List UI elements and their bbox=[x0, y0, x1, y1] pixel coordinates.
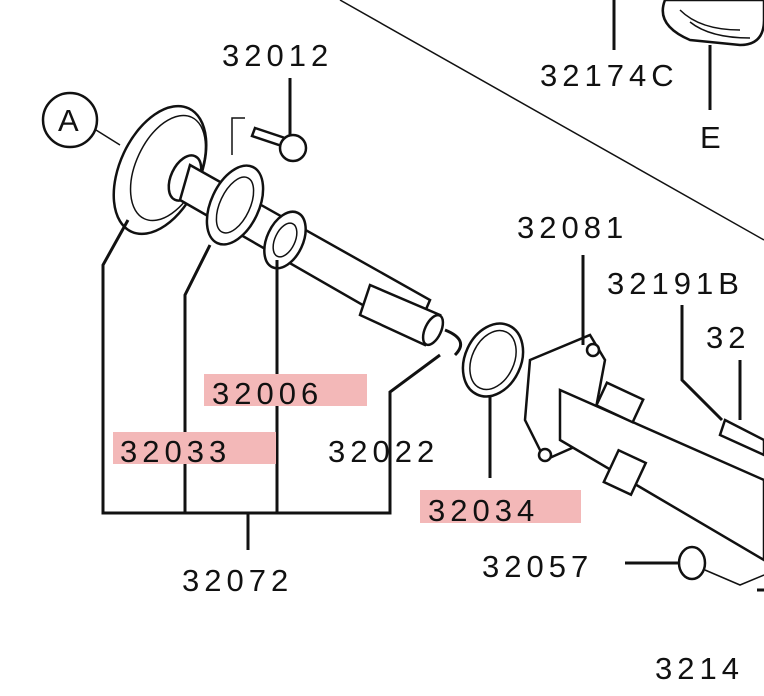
callout-label-a[interactable]: A bbox=[58, 103, 84, 138]
part-label-32174C[interactable]: 32174C bbox=[540, 58, 679, 93]
seal-32033 bbox=[205, 164, 265, 246]
part-label-32022[interactable]: 32022 bbox=[328, 434, 439, 469]
boot-part bbox=[661, 0, 764, 47]
part-label-32081[interactable]: 32081 bbox=[517, 210, 628, 245]
nut-32057 bbox=[677, 545, 764, 586]
part-label-32057[interactable]: 32057 bbox=[482, 549, 593, 584]
snap-ring-32022 bbox=[444, 328, 463, 357]
leader-32012-bracket bbox=[231, 117, 245, 155]
part-label-E[interactable]: E bbox=[700, 120, 726, 155]
part-label-32012[interactable]: 32012 bbox=[222, 38, 333, 73]
section-boundary-line bbox=[339, 0, 764, 241]
part-label-32006[interactable]: 32006 bbox=[212, 376, 323, 411]
bearing-32006 bbox=[263, 210, 307, 270]
housing-part bbox=[523, 333, 764, 562]
part-label-32-partial[interactable]: 32 bbox=[706, 320, 750, 355]
bolt-32012 bbox=[250, 126, 308, 163]
part-label-32191B[interactable]: 32191B bbox=[607, 266, 744, 301]
callout-circle-a[interactable] bbox=[41, 91, 99, 149]
part-label-32033[interactable]: 32033 bbox=[120, 434, 231, 469]
leader-32191B bbox=[680, 305, 724, 422]
part-label-32034[interactable]: 32034 bbox=[428, 493, 539, 528]
part-label-32072[interactable]: 32072 bbox=[182, 563, 293, 598]
o-ring-32034 bbox=[461, 322, 525, 398]
highlight-32006 bbox=[204, 374, 367, 406]
flange-part bbox=[112, 104, 208, 236]
highlight-32033 bbox=[113, 432, 276, 464]
bolt-32191B bbox=[718, 418, 764, 457]
highlight-32034 bbox=[420, 490, 581, 523]
part-label-3214-partial[interactable]: 3214 bbox=[655, 651, 744, 686]
